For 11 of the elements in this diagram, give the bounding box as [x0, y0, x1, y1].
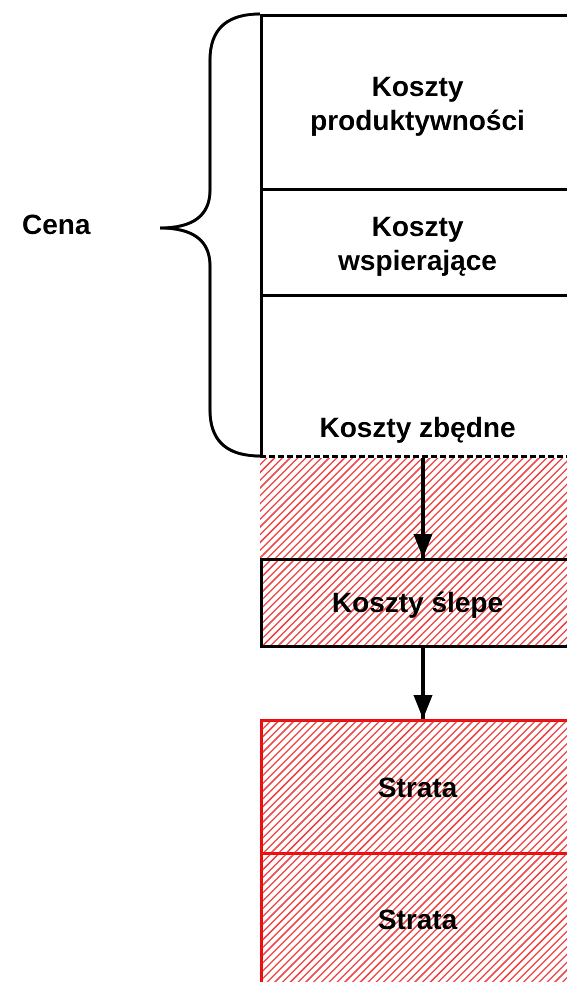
hatched-box	[260, 719, 567, 854]
arrow	[413, 648, 433, 719]
hatched-area	[260, 458, 567, 558]
cost-box	[260, 14, 567, 190]
box-label: Koszty zbędne	[319, 411, 516, 445]
arrow	[413, 458, 433, 558]
hatched-box	[260, 852, 567, 982]
box-label: Koszty wspierające	[337, 210, 498, 278]
box-label: Koszty produktywności	[309, 70, 526, 138]
cost-box	[260, 188, 567, 296]
bracket-label: Cena	[22, 208, 90, 242]
